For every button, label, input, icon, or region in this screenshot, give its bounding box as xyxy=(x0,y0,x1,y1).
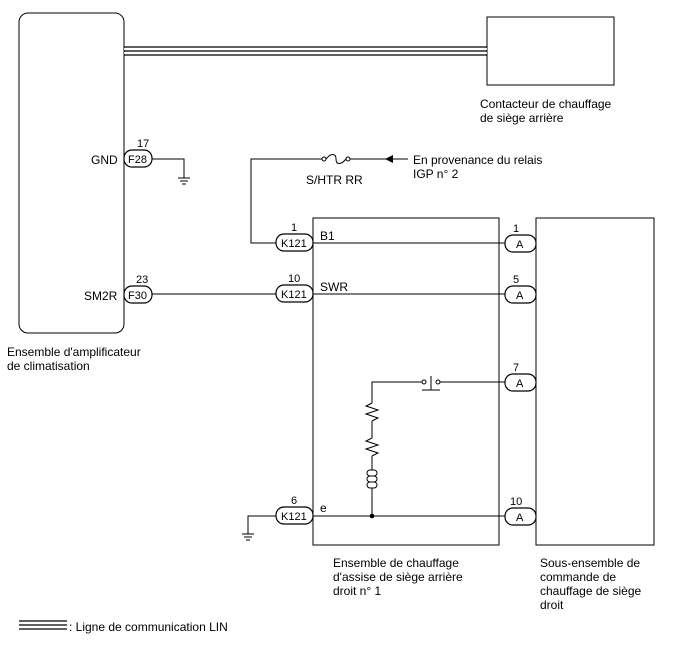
connector-f30-code: F30 xyxy=(128,290,147,302)
connector-k121-6-code: K121 xyxy=(281,511,307,523)
signal-swr: SWR xyxy=(320,280,348,294)
rear-seat-heater-switch-label-2: de siège arrière xyxy=(480,111,564,125)
connector-a-1-code: A xyxy=(516,239,524,251)
relay-source-label-2: IGP n° 2 xyxy=(413,167,459,181)
connector-a-1 xyxy=(504,234,537,253)
ground-symbol-k121 xyxy=(242,533,254,541)
connector-k121-6 xyxy=(275,506,314,525)
seat-heater-control-label-1: Sous-ensemble de xyxy=(540,556,640,570)
connector-f30 xyxy=(123,285,153,304)
aircon-amplifier-label-2: de climatisation xyxy=(7,359,90,373)
signal-sm2r: SM2R xyxy=(84,289,118,303)
legend-lin-symbol xyxy=(19,620,67,630)
connector-k121-6-pin: 6 xyxy=(291,495,297,507)
connector-k121-1-pin: 1 xyxy=(291,222,297,234)
wire-internal-heater xyxy=(371,381,422,403)
heater-element-2 xyxy=(364,437,380,457)
connector-f28 xyxy=(123,149,153,168)
fuse-label: S/HTR RR xyxy=(306,173,363,187)
thermistor-symbol xyxy=(366,469,378,489)
connector-f28-code: F28 xyxy=(128,154,147,166)
heater-element-1 xyxy=(364,402,380,422)
rear-seat-heater-label-3: droit n° 1 xyxy=(333,584,381,598)
signal-e: e xyxy=(320,501,327,515)
connector-a-7-pin: 7 xyxy=(513,362,519,374)
seat-heater-control-label-3: chauffage de siège xyxy=(540,584,642,598)
ground-symbol-f28 xyxy=(178,177,190,185)
rear-seat-heater-switch-box xyxy=(486,16,615,86)
connector-a-10 xyxy=(504,507,537,526)
connector-f28-pin: 17 xyxy=(137,138,149,150)
signal-b1: B1 xyxy=(320,229,335,243)
connector-a-10-code: A xyxy=(516,512,524,524)
connector-a-5-pin: 5 xyxy=(513,274,519,286)
seat-heater-control-label-4: droit xyxy=(540,598,564,612)
rear-seat-heater-label-2: d'assise de siège arrière xyxy=(333,570,463,584)
connector-k121-1 xyxy=(275,233,314,252)
wire-gnd-f28 xyxy=(152,158,185,178)
connector-k121-1-code: K121 xyxy=(281,238,307,250)
connector-a-5-code: A xyxy=(516,290,524,302)
connector-k121-10 xyxy=(275,284,314,303)
relay-source-arrow xyxy=(385,155,408,163)
signal-gnd: GND xyxy=(91,153,118,167)
wire-k121-6-ground xyxy=(247,515,276,534)
connector-a-10-pin: 10 xyxy=(510,496,522,508)
rear-seat-heater-switch-label-1: Contacteur de chauffage xyxy=(480,97,612,111)
seat-heater-control-box xyxy=(535,217,655,546)
seat-heater-control-label-2: commande de xyxy=(540,570,616,584)
wire-b1-supply xyxy=(250,158,322,244)
aircon-amplifier-label-1: Ensemble d'amplificateur xyxy=(7,345,141,359)
rear-seat-heater-label-1: Ensemble de chauffage xyxy=(333,556,459,570)
connector-a-5 xyxy=(504,285,537,304)
connector-a-7 xyxy=(504,373,537,392)
legend-lin-label: : Ligne de communication LIN xyxy=(69,620,228,634)
connector-a-1-pin: 1 xyxy=(513,223,519,235)
connector-f30-pin: 23 xyxy=(136,274,148,286)
relay-source-label-1: En provenance du relais xyxy=(413,153,542,167)
aircon-amplifier-box xyxy=(18,12,125,334)
lin-communication-line xyxy=(124,46,487,56)
connector-k121-10-code: K121 xyxy=(281,289,307,301)
connector-a-7-code: A xyxy=(516,378,524,390)
connector-k121-10-pin: 10 xyxy=(288,273,300,285)
fuse-symbol xyxy=(321,154,351,164)
